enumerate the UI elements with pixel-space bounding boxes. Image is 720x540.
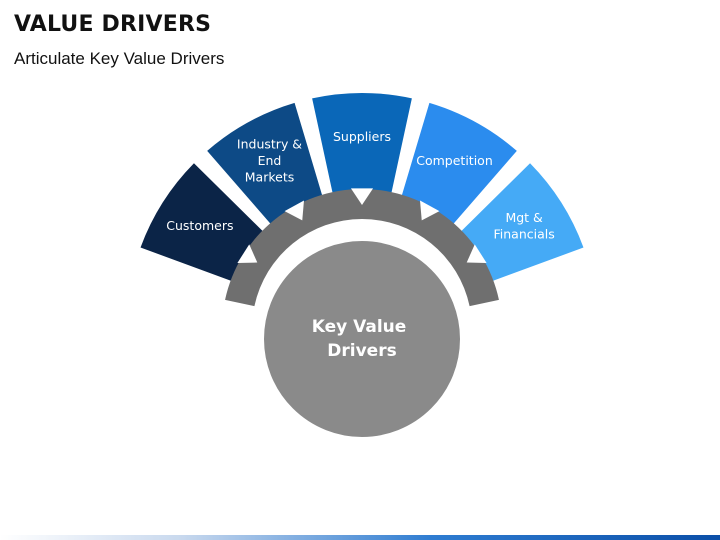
segments-layer bbox=[140, 93, 584, 283]
segment-label-1-line-0: Industry & bbox=[237, 136, 302, 151]
segment-0 bbox=[140, 163, 266, 283]
ring-arrows bbox=[237, 188, 487, 264]
segment-2 bbox=[312, 93, 412, 198]
segment-label-1-line-2: Markets bbox=[245, 169, 294, 184]
center-label-line1: Key Value bbox=[312, 317, 407, 337]
segment-label-3: Competition bbox=[416, 153, 493, 168]
segment-label-0-line-0: Customers bbox=[166, 218, 233, 233]
segment-1 bbox=[207, 102, 324, 228]
segment-label-4-line-1: Financials bbox=[493, 226, 554, 241]
center-label: Key Value Drivers bbox=[312, 317, 412, 361]
segment-label-3-line-0: Competition bbox=[416, 153, 493, 168]
segment-3 bbox=[400, 102, 517, 228]
segment-label-4: Mgt &Financials bbox=[493, 210, 554, 242]
segment-label-4-line-0: Mgt & bbox=[505, 210, 543, 225]
page-title: VALUE DRIVERS bbox=[14, 12, 212, 37]
bottom-accent-bar bbox=[0, 535, 720, 540]
center-label-line2: Drivers bbox=[327, 341, 396, 361]
segment-label-0: Customers bbox=[166, 218, 233, 233]
ring-arrow-0 bbox=[237, 244, 258, 264]
center-circle bbox=[260, 237, 464, 441]
page-subtitle: Articulate Key Value Drivers bbox=[14, 49, 225, 68]
ring-arrow-3 bbox=[420, 200, 440, 221]
segment-4 bbox=[458, 163, 584, 283]
ring-arrow-1 bbox=[284, 200, 304, 221]
segment-label-2: Suppliers bbox=[333, 129, 391, 144]
segment-label-1-line-1: End bbox=[258, 153, 282, 168]
inner-ring bbox=[225, 189, 499, 307]
ring-arrow-4 bbox=[466, 244, 487, 264]
ring-arrow-2 bbox=[350, 188, 374, 205]
segment-label-2-line-0: Suppliers bbox=[333, 129, 391, 144]
